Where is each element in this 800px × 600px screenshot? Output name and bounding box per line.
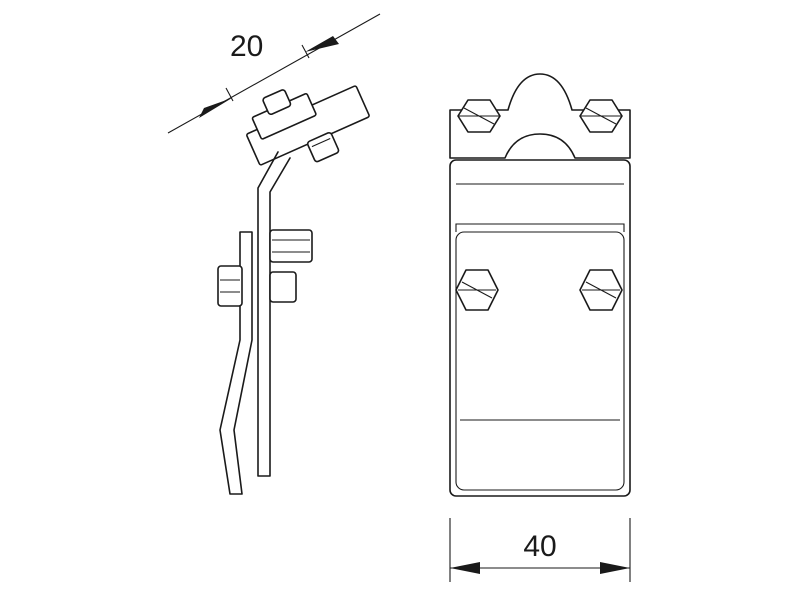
arrowhead-right-40	[600, 562, 630, 574]
bent-strap-back	[219, 231, 253, 495]
bent-strap-front	[257, 151, 291, 477]
front-view: 40	[449, 73, 631, 582]
hex-nut-upper	[269, 229, 313, 263]
clamp-nut	[262, 89, 292, 116]
mid-bolt-left	[455, 269, 499, 311]
top-bolt-left	[457, 99, 501, 133]
dimension-label-40: 40	[523, 530, 556, 563]
dimension-40: 40	[449, 518, 631, 582]
clamp-head	[246, 85, 370, 166]
strap-bolts	[217, 229, 313, 307]
top-saddle	[449, 73, 631, 159]
body-inner-panel	[455, 231, 625, 491]
arrowhead-left-20	[199, 98, 232, 118]
clamp-bolt-end	[306, 131, 340, 163]
hex-nut-left	[217, 265, 243, 307]
dimension-label-20: 20	[230, 30, 263, 63]
clamp-body	[449, 159, 631, 497]
arrowhead-right-20	[305, 36, 339, 52]
dimension-20: 20	[167, 13, 381, 134]
mid-bolt-right	[579, 269, 623, 311]
bolt-head-lower	[269, 271, 297, 303]
arrowhead-left-40	[450, 562, 480, 574]
extension-tick-left	[225, 87, 234, 102]
side-view: 20	[167, 13, 381, 495]
extension-tick-right	[301, 44, 310, 59]
top-bolt-right	[579, 99, 623, 133]
